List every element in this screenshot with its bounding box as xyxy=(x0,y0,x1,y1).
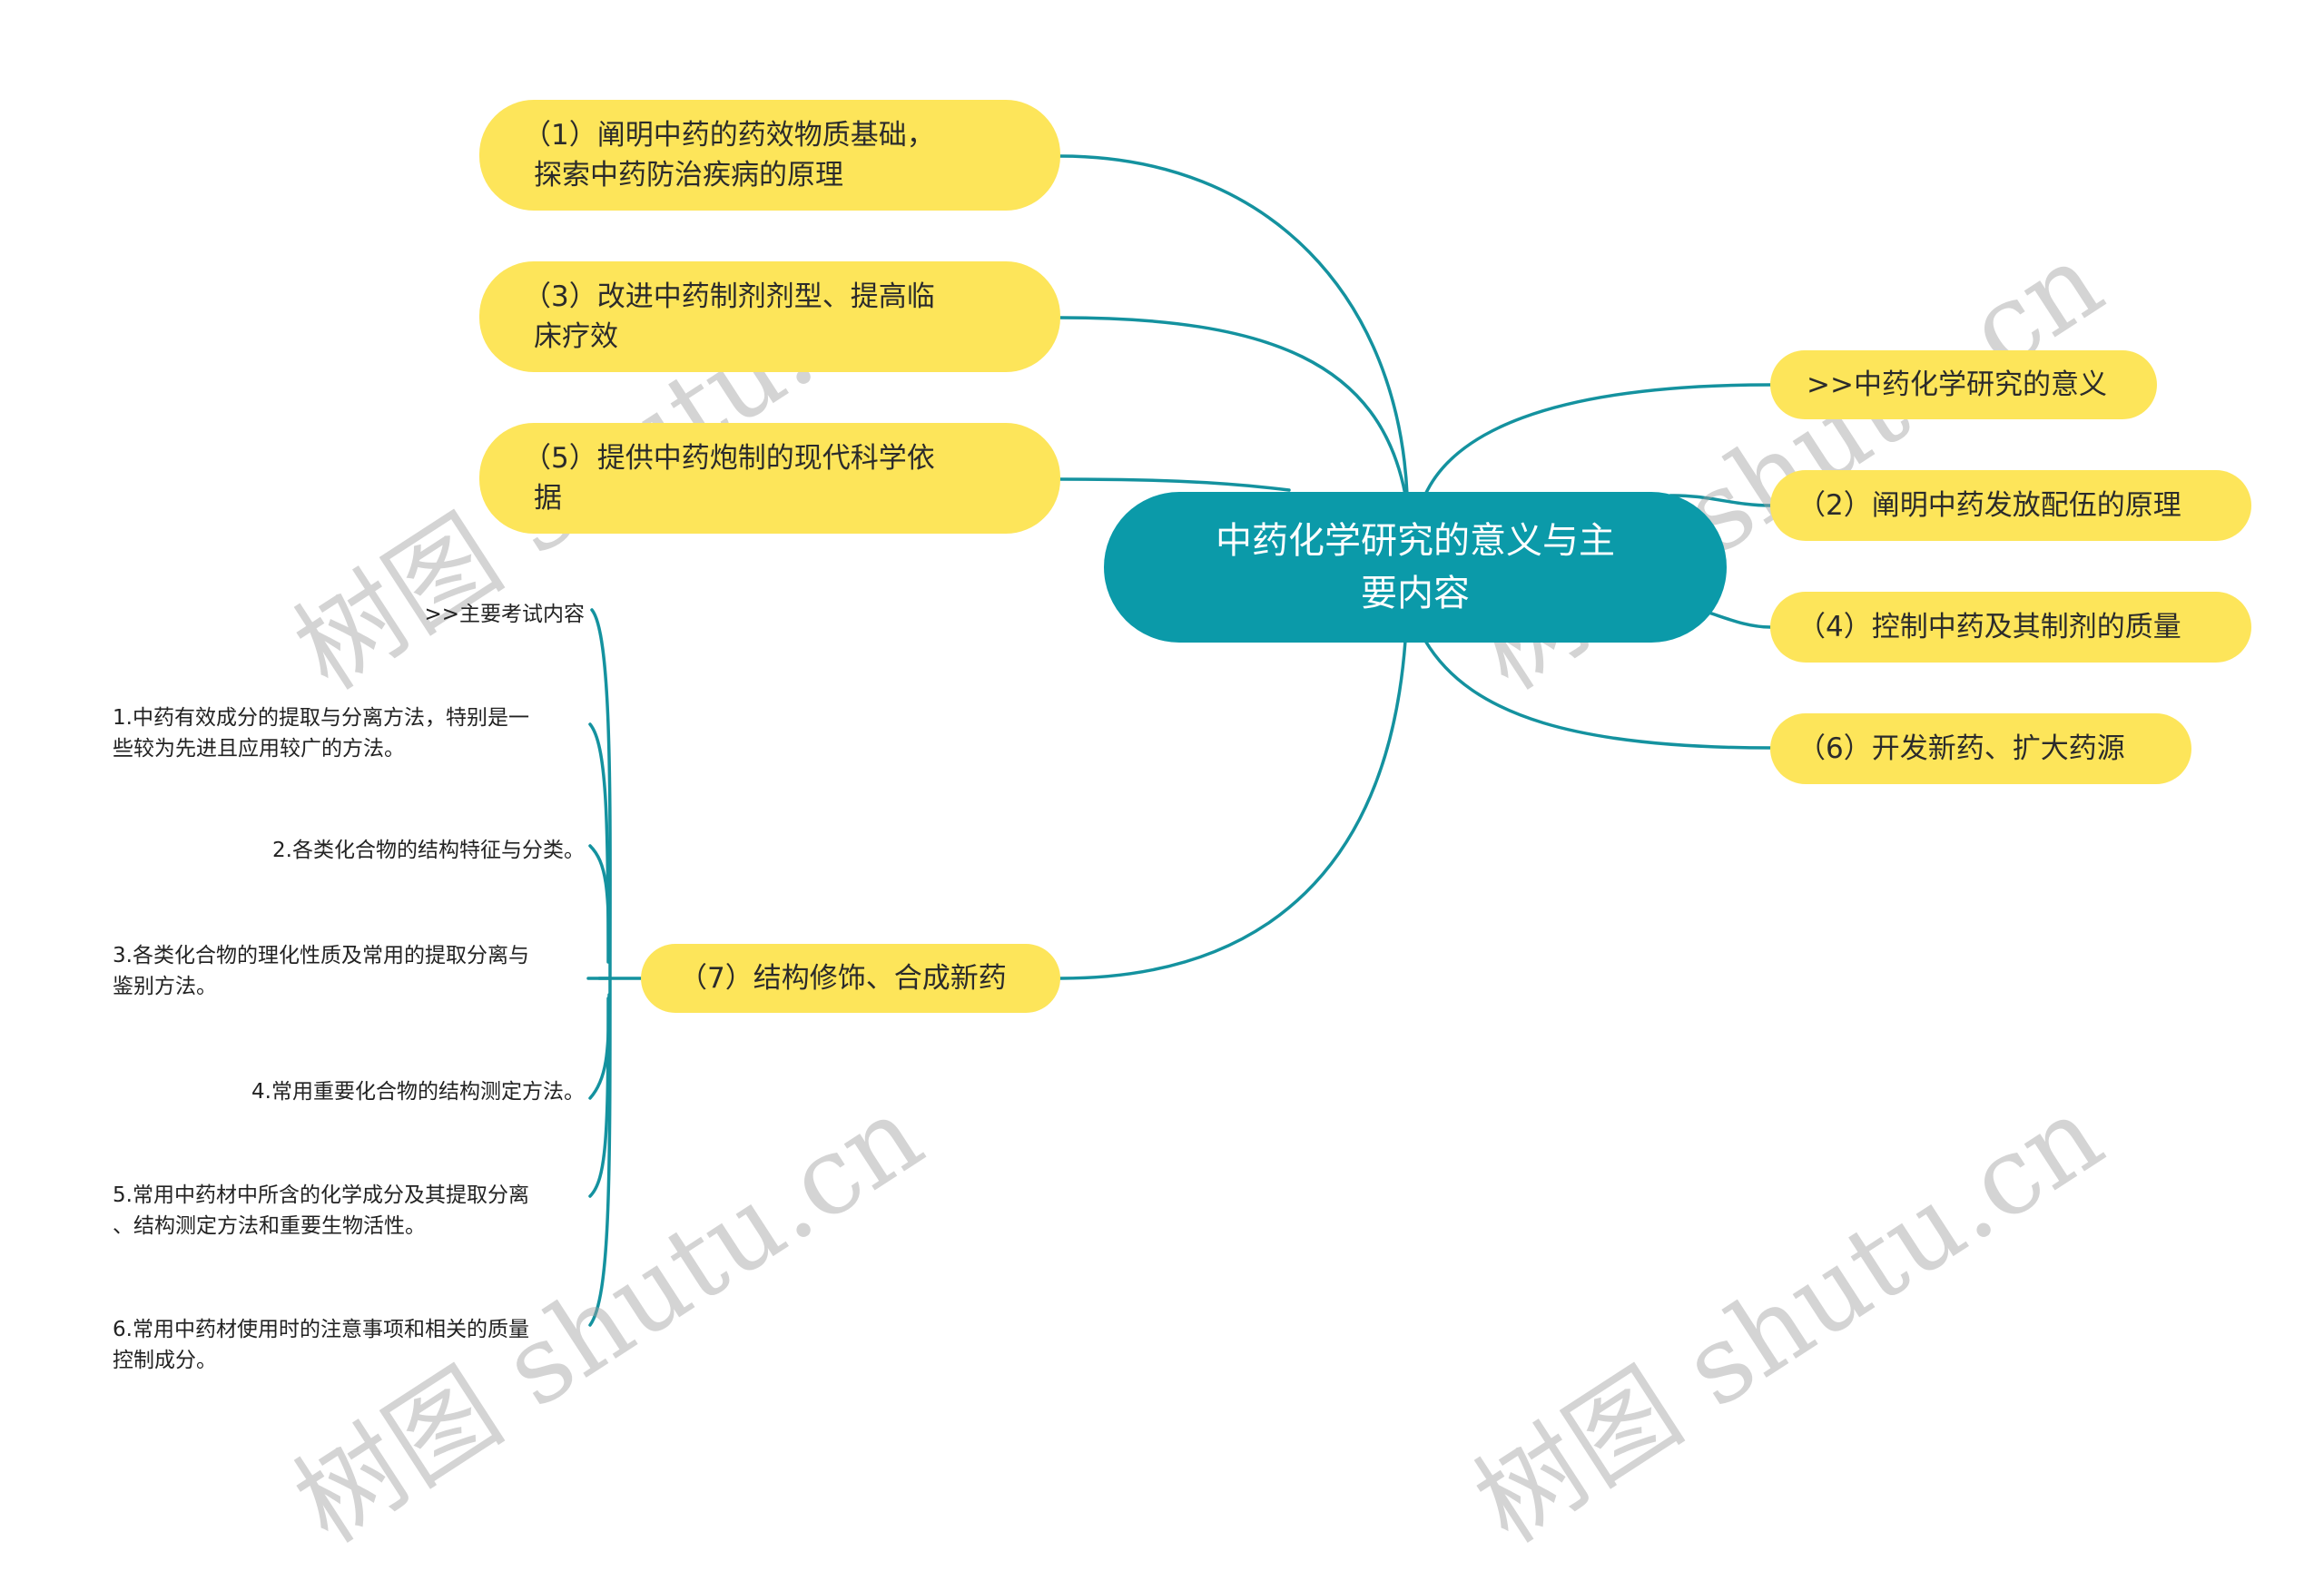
branch-label-line2: 探索中药防治疾病的原理 xyxy=(534,159,843,191)
leaf-label-line1: 1.中药有效成分的提取与分离方法，特别是一 xyxy=(113,706,529,730)
leaf-label-line1: >>主要考试内容 xyxy=(424,603,585,626)
branch-label-line2: 床疗效 xyxy=(534,320,618,353)
leaf-node-4[interactable]: 4.常用重要化合物的结构测定方法。 xyxy=(113,1076,585,1107)
branch-node-5[interactable]: （5）提供中药炮制的现代科学依 据 xyxy=(479,423,1060,534)
leaf-node-3[interactable]: 3.各类化合物的理化性质及常用的提取分离与 鉴别方法。 xyxy=(113,940,594,1002)
branch-node-3[interactable]: （3）改进中药制剂剂型、提高临 床疗效 xyxy=(479,261,1060,372)
branch-node-label: （5）提供中药炮制的现代科学依 据 xyxy=(523,438,935,518)
connector-center-b1 xyxy=(1059,154,1409,496)
connector-leaf-2 xyxy=(588,844,611,964)
branch-node-label: （4）控制中药及其制剂的质量 xyxy=(1797,611,2181,643)
branch-label-line1: （1）阐明中药的药效物质基础， xyxy=(523,119,935,152)
leaf-node-exam-header[interactable]: >>主要考试内容 xyxy=(272,599,585,630)
connector-center-b2 xyxy=(1669,494,1772,507)
center-node-label: 中药化学研究的意义与主 要内容 xyxy=(1216,515,1615,620)
branch-node-label: （2）阐明中药发放配伍的原理 xyxy=(1797,489,2181,522)
leaf-label-line1: 4.常用重要化合物的结构测定方法。 xyxy=(251,1080,585,1104)
leaf-node-5[interactable]: 5.常用中药材中所含的化学成分及其提取分离 、结构测定方法和重要生物活性。 xyxy=(113,1180,594,1242)
branch-node-label: （6）开发新药、扩大药源 xyxy=(1797,732,2125,765)
branch-node-2[interactable]: （2）阐明中药发放配伍的原理 xyxy=(1770,470,2251,541)
leaf-label-line1: 6.常用中药材使用时的注意事项和相关的质量 xyxy=(113,1318,529,1341)
center-label-line1: 中药化学研究的意义与主 xyxy=(1216,520,1615,562)
center-node[interactable]: 中药化学研究的意义与主 要内容 xyxy=(1104,492,1727,643)
connector-center-b3 xyxy=(1059,316,1407,496)
leaf-label-line2: 、结构测定方法和重要生物活性。 xyxy=(113,1214,426,1238)
leaf-label-line2: 鉴别方法。 xyxy=(113,975,217,998)
connector-center-r0 xyxy=(1423,383,1772,496)
branch-node-label: （1）阐明中药的药效物质基础， 探索中药防治疾病的原理 xyxy=(523,115,935,195)
branch-label-line1: （5）提供中药炮制的现代科学依 xyxy=(523,442,935,475)
branch-label-line2: 据 xyxy=(534,482,562,515)
branch-node-7[interactable]: （7）结构修饰、合成新药 xyxy=(641,944,1060,1013)
center-label-line2: 要内容 xyxy=(1361,573,1470,614)
leaf-label-line2: 控制成分。 xyxy=(113,1349,217,1372)
connector-leaf-0 xyxy=(590,608,612,980)
leaf-label-line2: 些较为先进且应用较广的方法。 xyxy=(113,737,405,761)
branch-node-1[interactable]: （1）阐明中药的药效物质基础， 探索中药防治疾病的原理 xyxy=(479,100,1060,211)
leaf-node-2[interactable]: 2.各类化合物的结构特征与分类。 xyxy=(113,835,585,866)
connector-center-b6 xyxy=(1423,639,1772,750)
leaf-node-1[interactable]: 1.中药有效成分的提取与分离方法，特别是一 些较为先进且应用较广的方法。 xyxy=(113,702,594,764)
leaf-label-line1: 2.各类化合物的结构特征与分类。 xyxy=(272,839,585,862)
connector-leaf-5 xyxy=(588,997,610,1198)
branch-node-6[interactable]: （6）开发新药、扩大药源 xyxy=(1770,713,2191,784)
leaf-node-6[interactable]: 6.常用中药材使用时的注意事项和相关的质量 控制成分。 xyxy=(113,1314,594,1376)
branch-node-significance[interactable]: >>中药化学研究的意义 xyxy=(1770,350,2157,419)
connector-lines xyxy=(586,154,1772,1327)
branch-label-line1: （3）改进中药制剂剂型、提高临 xyxy=(523,280,935,313)
connector-leaf-6 xyxy=(588,977,612,1327)
leaf-label-line1: 3.各类化合物的理化性质及常用的提取分离与 xyxy=(113,944,529,967)
branch-node-label: >>中药化学研究的意义 xyxy=(1807,368,2107,401)
branch-node-label: （3）改进中药制剂剂型、提高临 床疗效 xyxy=(523,277,935,357)
connector-center-b7 xyxy=(1059,639,1407,980)
connector-center-b5 xyxy=(1059,477,1291,492)
branch-node-4[interactable]: （4）控制中药及其制剂的质量 xyxy=(1770,592,2251,663)
leaf-label-line1: 5.常用中药材中所含的化学成分及其提取分离 xyxy=(113,1183,529,1207)
branch-node-label: （7）结构修饰、合成新药 xyxy=(679,962,1007,995)
